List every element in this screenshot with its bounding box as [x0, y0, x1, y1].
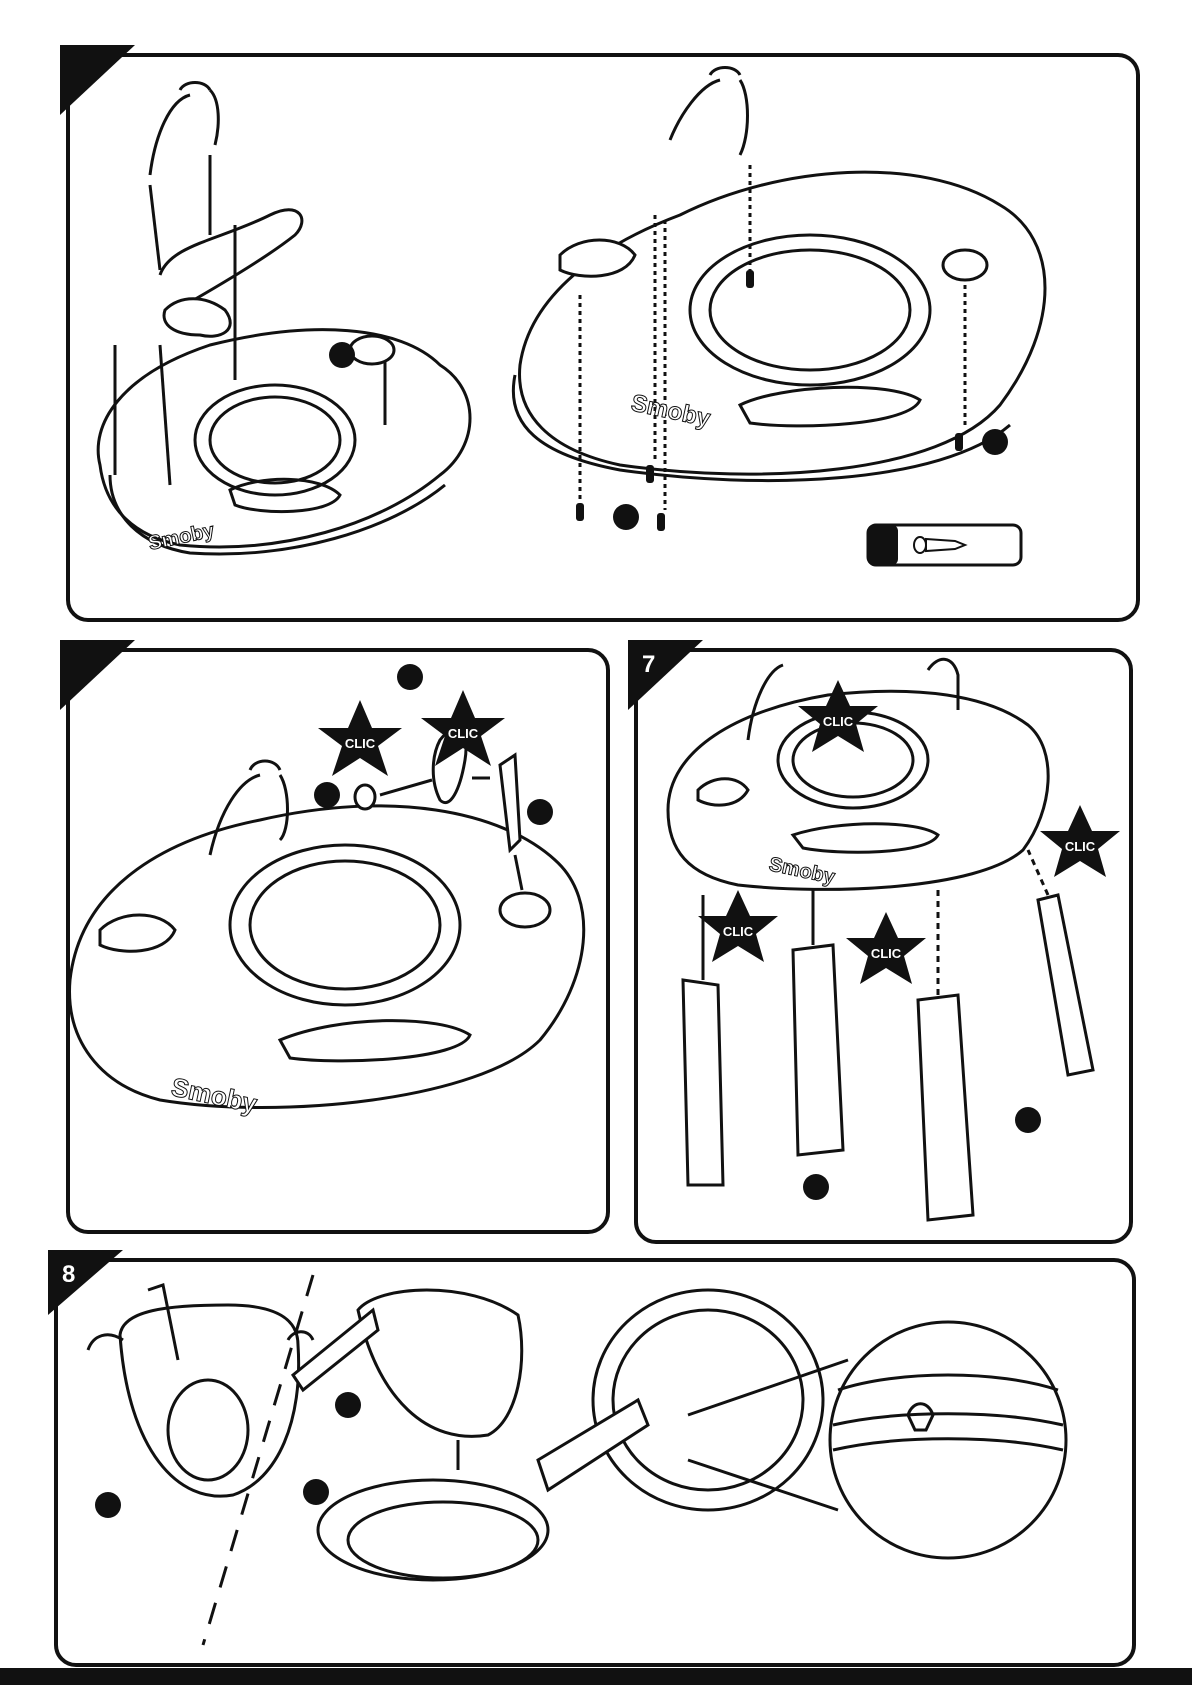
panel-step-7: 7 CLIC CLIC — [628, 640, 1138, 1250]
step-number: 7 — [642, 651, 655, 678]
callout-marker — [1015, 1107, 1041, 1133]
star-icon: CLIC — [1040, 805, 1120, 877]
star-icon: CLIC — [318, 700, 402, 776]
callout-marker — [335, 1392, 361, 1418]
step-corner-tab — [628, 640, 703, 710]
callout-marker — [527, 799, 553, 825]
callout-marker — [95, 1492, 121, 1518]
callout-marker — [982, 429, 1008, 455]
star-icon: CLIC — [698, 890, 778, 962]
callout-marker — [397, 664, 423, 690]
clic-label: CLIC — [345, 736, 376, 751]
page-bottom-bar — [0, 1668, 1192, 1685]
callout-marker — [613, 504, 639, 530]
callout-marker — [329, 342, 355, 368]
step-corner-tab — [60, 640, 135, 710]
panel-top: Smoby Smoby — [60, 45, 1145, 625]
star-icon: CLIC — [846, 912, 926, 984]
panel-middle-left: CLIC CLIC Smoby — [60, 640, 615, 1240]
clic-label: CLIC — [448, 726, 479, 741]
step-number: 8 — [62, 1261, 75, 1288]
clic-label: CLIC — [1065, 839, 1096, 854]
callout-marker — [803, 1174, 829, 1200]
clic-label: CLIC — [723, 924, 754, 939]
screw-legend — [868, 525, 1021, 565]
clic-label: CLIC — [823, 714, 854, 729]
seat-fabric-illustration — [88, 1275, 1066, 1645]
step-corner-tab — [60, 45, 135, 115]
clic-label: CLIC — [871, 946, 902, 961]
callout-marker — [314, 782, 340, 808]
base-exploded-illustration — [98, 83, 470, 555]
step-corner-tab — [48, 1250, 123, 1315]
callout-marker — [303, 1479, 329, 1505]
panel-step-8: 8 — [48, 1250, 1140, 1670]
base-screw-illustration — [513, 68, 1045, 511]
